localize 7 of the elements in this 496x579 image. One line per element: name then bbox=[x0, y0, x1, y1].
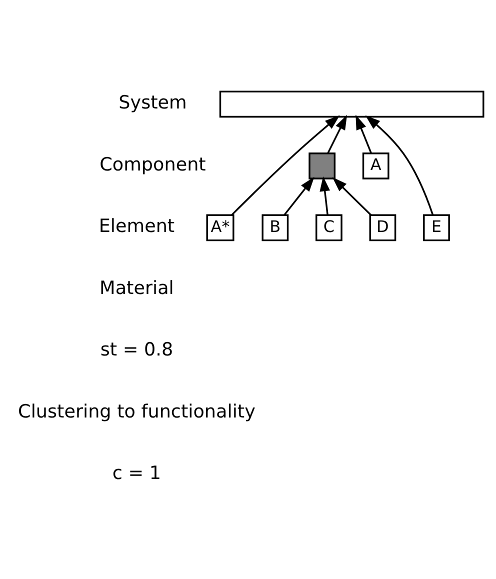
label: st = 0.8 bbox=[100, 340, 174, 361]
label: Element bbox=[98, 216, 175, 238]
label: Component bbox=[100, 154, 206, 176]
label: System bbox=[118, 92, 187, 114]
label: Clustering to functionality bbox=[18, 401, 256, 422]
label: c = 1 bbox=[112, 463, 162, 484]
label: Material bbox=[100, 278, 174, 299]
